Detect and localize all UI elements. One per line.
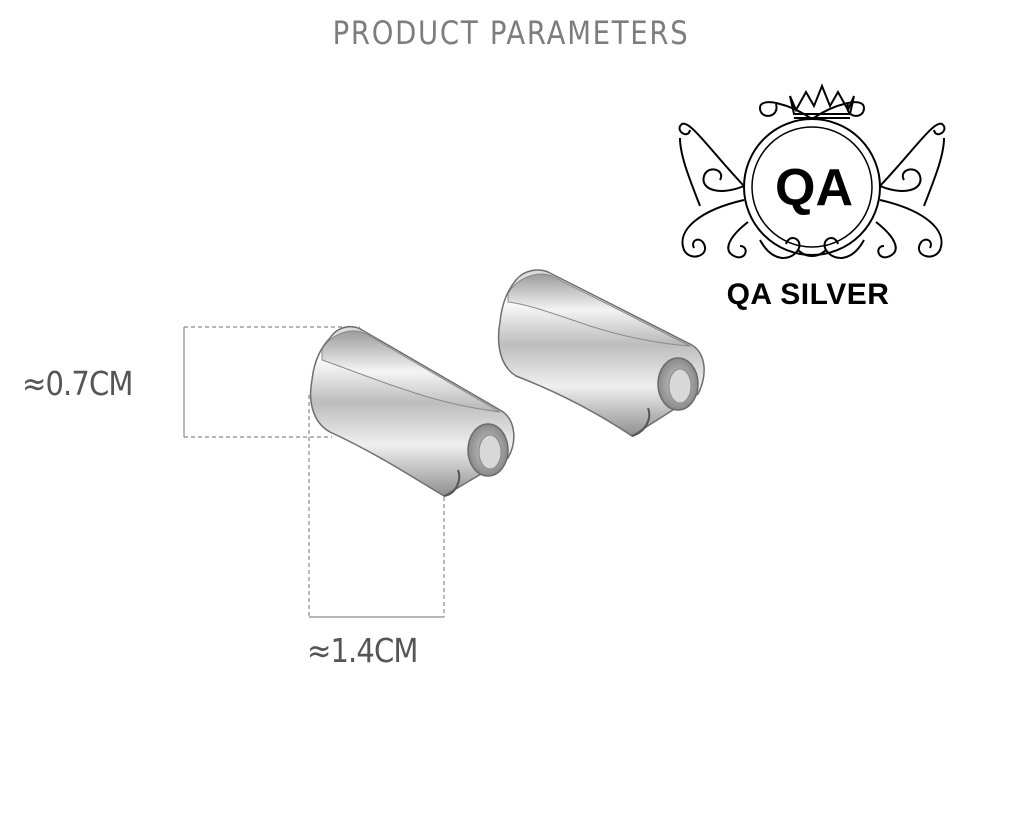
width-dimension-guide bbox=[308, 395, 445, 618]
height-dimension-label: ≈0.7CM bbox=[22, 364, 133, 403]
page-title: PRODUCT PARAMETERS bbox=[332, 14, 690, 52]
ear-cuff-right bbox=[497, 269, 705, 437]
logo-emblem bbox=[678, 83, 946, 259]
height-dimension-guide bbox=[183, 326, 360, 438]
width-dimension-label: ≈1.4CM bbox=[307, 631, 418, 670]
ear-cuff-left bbox=[309, 325, 515, 497]
brand-name: QA SILVER bbox=[726, 278, 890, 311]
logo-wrap: QA bbox=[675, 74, 953, 264]
logo-initials: QA bbox=[775, 159, 853, 217]
crown-icon bbox=[789, 83, 855, 119]
